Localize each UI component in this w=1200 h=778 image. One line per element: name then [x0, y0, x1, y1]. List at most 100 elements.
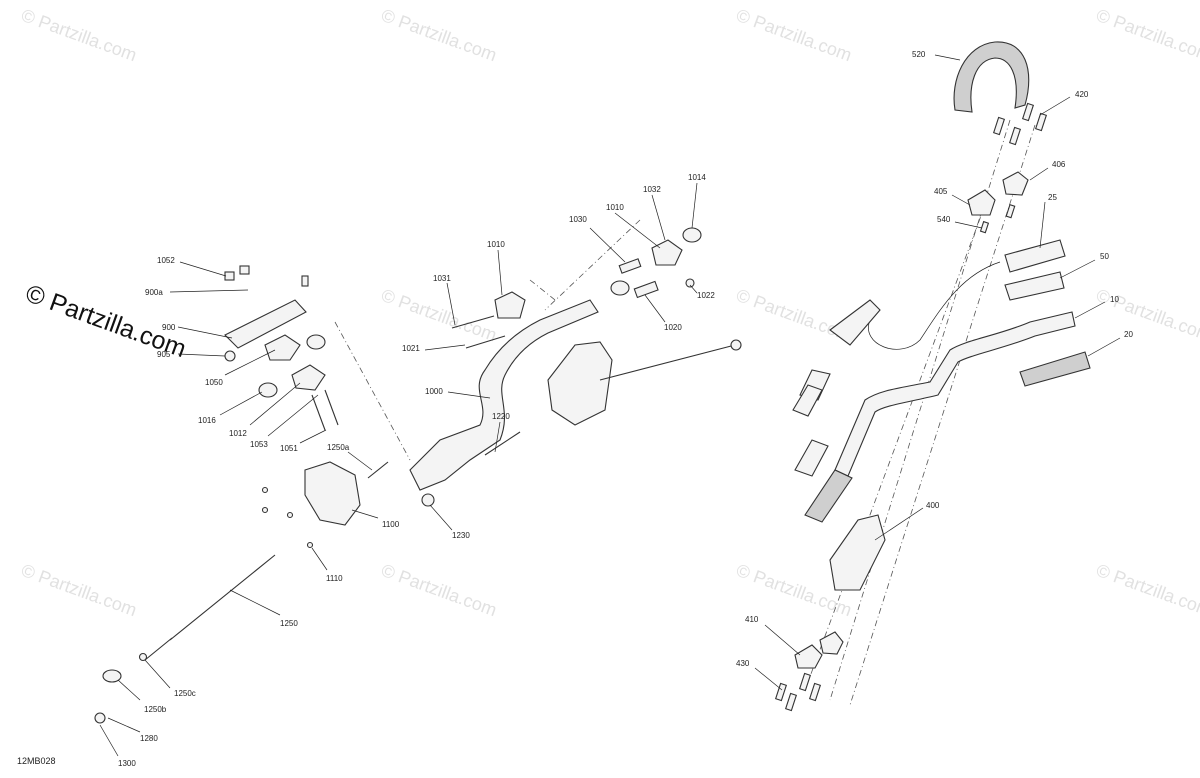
callout-520: 520: [912, 50, 926, 59]
spacer: [618, 258, 642, 274]
watermark-text: © Partzilla.com: [734, 5, 855, 65]
screw: [979, 220, 990, 234]
bearing-half: [264, 334, 301, 361]
leader-line: [107, 717, 141, 733]
callout-1051: 1051: [280, 444, 298, 453]
leader-line: [754, 667, 783, 691]
watermark-text: © Partzilla.com: [19, 5, 140, 65]
nut: [94, 712, 106, 724]
cap-nut: [224, 271, 235, 281]
callout-1100: 1100: [382, 520, 400, 529]
leader-line: [179, 261, 227, 277]
bolt: [808, 682, 822, 702]
callout-1250c: 1250c: [174, 689, 196, 698]
bolt: [1034, 112, 1048, 132]
callout-420: 420: [1075, 90, 1089, 99]
watermark-text: © Partzilla.com: [379, 560, 500, 620]
leader-line: [424, 344, 466, 351]
leader-line: [691, 182, 698, 229]
leader-line: [954, 221, 983, 229]
assembly-axis: [529, 279, 556, 301]
watermark-text: © Partzilla.com: [379, 285, 500, 345]
leader-line: [99, 724, 119, 757]
callout-1000: 1000: [425, 387, 443, 396]
screw: [261, 506, 269, 514]
left-grip: [804, 469, 853, 523]
callout-1250: 1250: [280, 619, 298, 628]
leader-line: [589, 227, 626, 263]
nut: [224, 350, 236, 362]
callout-410: 410: [745, 615, 759, 624]
leader-line: [144, 659, 171, 689]
screw: [1005, 203, 1016, 219]
callout-430: 430: [736, 659, 750, 668]
leader-line: [219, 391, 263, 416]
callout-1010: 1010: [487, 240, 505, 249]
leader-line: [644, 294, 666, 323]
handlebar-assembly: [774, 41, 1091, 712]
callout-400: 400: [926, 501, 940, 510]
steering-arm-assembly: [409, 219, 742, 507]
callout-1010: 1010: [606, 203, 624, 212]
clamp-block: [651, 239, 683, 266]
cap-clamp: [1002, 171, 1029, 196]
leader-line: [1059, 259, 1096, 279]
grip-sleeve: [1004, 239, 1066, 273]
leader-line: [1074, 301, 1106, 319]
screw: [286, 511, 294, 519]
bolt: [1008, 126, 1022, 146]
callout-1020: 1020: [664, 323, 682, 332]
right-grip: [1019, 351, 1091, 387]
watermark-text: © Partzilla.com: [1094, 560, 1200, 620]
screw: [261, 486, 269, 494]
watermark-text: © Partzilla.com: [1094, 5, 1200, 65]
leader-line: [299, 429, 327, 444]
watermark-text: © Partzilla.com: [379, 5, 500, 65]
bolt: [992, 116, 1006, 136]
riser-clamp: [829, 514, 886, 591]
ring-seal: [682, 227, 702, 243]
ring-seal: [258, 382, 278, 398]
washer: [421, 493, 435, 507]
assembly-axis: [334, 321, 411, 461]
leader-line: [1087, 337, 1121, 357]
callout-1031: 1031: [433, 274, 451, 283]
callout-1110: 1110: [326, 574, 343, 583]
leader-line: [447, 391, 491, 399]
bushing: [610, 280, 630, 296]
leader-line: [224, 349, 276, 376]
leader-line: [177, 353, 226, 357]
ring-seal: [306, 334, 326, 350]
callout-540: 540: [937, 215, 951, 224]
rod-end: [730, 339, 742, 351]
callout-405: 405: [934, 187, 948, 196]
callout-1220: 1220: [492, 412, 510, 421]
leader-line: [229, 589, 281, 616]
leader-line: [311, 547, 328, 571]
handlebar-tube: [834, 311, 1076, 477]
brake-lever: [829, 299, 881, 346]
callout-1230: 1230: [452, 531, 470, 540]
callout-406: 406: [1052, 160, 1066, 169]
bolt: [774, 682, 788, 702]
long-bolt: [324, 389, 339, 426]
callout-900: 900: [162, 323, 176, 332]
leader-line: [1029, 167, 1049, 181]
leader-line: [351, 509, 379, 519]
bolt: [451, 315, 495, 329]
callout-25: 25: [1048, 193, 1057, 202]
callout-1052: 1052: [157, 256, 175, 265]
rod-end: [102, 669, 122, 683]
clamp-block: [494, 291, 526, 319]
lower-clamp: [819, 631, 844, 655]
tie-rod: [599, 344, 736, 381]
callout-1022: 1022: [697, 291, 715, 300]
leader-line: [874, 507, 924, 541]
leader-line: [347, 451, 373, 471]
steering-arm: [409, 299, 599, 491]
column-housing: [304, 461, 361, 526]
steering-column: [144, 637, 173, 661]
callout-1030: 1030: [569, 215, 587, 224]
callout-1021: 1021: [402, 344, 420, 353]
